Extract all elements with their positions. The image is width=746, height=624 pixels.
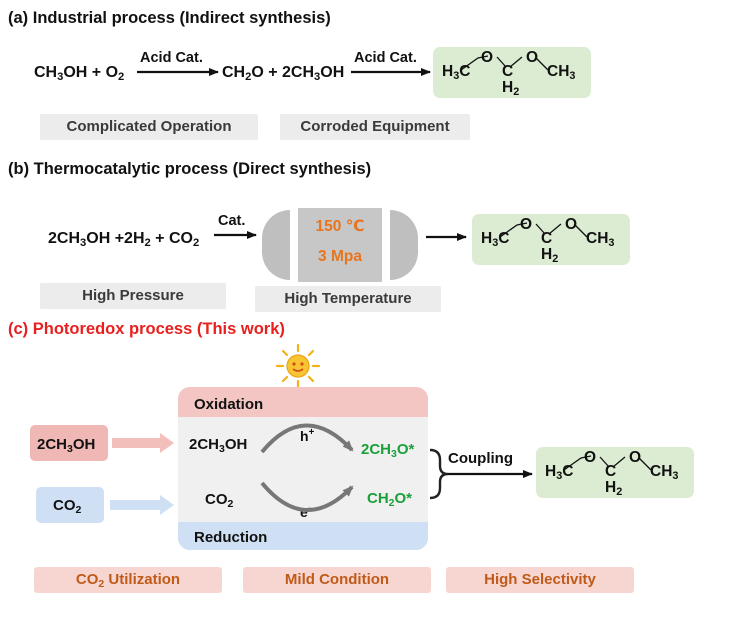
oxidation-label: Oxidation [194,396,264,413]
section-a-product-bonds [460,55,549,71]
reactor-pressure: 3 Mpa [318,248,362,265]
section-a-arrow-2-label: Acid Cat. [354,50,417,66]
input-co2-box [36,487,104,523]
product-ch3: CH3 [586,230,615,249]
coupling-brace [429,448,449,500]
section-b-tag-high-temperature: High Temperature [255,286,441,312]
section-b-product-box: H3C O C H2 O CH3 [472,214,630,265]
reduction-bar [178,522,428,550]
section-a-product-box: H3C O C H2 O CH3 [433,47,591,98]
product-c-center: C [541,230,553,247]
section-c-title: (c) Photoredox process (This work) [8,320,285,338]
product-ch3: CH3 [547,63,576,82]
methanol-input-arrow [112,433,174,453]
reactor-temperature: 150 ℃ [315,218,365,235]
reduction-label: Reduction [194,529,268,546]
photoredox-panel: Oxidation Reduction [178,387,428,550]
product-h3c: H3C [481,230,510,249]
product-ch3: CH3 [650,463,679,482]
input-methanol-box [30,425,108,461]
section-b-product-bonds [499,222,588,238]
section-b-title: (b) Thermocatalytic process (Direct synt… [8,160,372,178]
reactor-left-cap [262,210,290,280]
inner-reactant-co2: CO2 [205,491,234,510]
section-b-tag-high-pressure: High Pressure [40,283,226,309]
oxidation-bar [178,387,428,417]
product-h3c: H3C [442,63,471,82]
product-o-right: O [629,449,642,466]
product-h2: H2 [605,479,623,498]
reduction-curve-arrow [260,481,354,512]
product-h3c: H3C [545,463,574,482]
product-h2: H2 [502,79,520,98]
inner-reactant-methanol: 2CH3OH [189,436,248,455]
section-c-product-bonds [563,455,652,471]
section-c-product-box: H3C O C H2 O CH3 [536,447,694,498]
section-c-tag-co2-utilization: CO2 Utilization [34,567,222,593]
section-a-intermediate: CH2O + 2CH3OH [222,64,345,83]
reactor-vessel: 150 ℃ 3 Mpa [262,208,418,282]
sun-icon [273,343,323,389]
section-a-reactants: CH3OH + O2 [34,64,125,83]
product-c-center: C [502,63,514,80]
radical-formyl: CH2O* [367,490,413,509]
input-methanol-label: 2CH3OH [37,436,96,455]
product-o-right: O [526,49,539,66]
product-h2: H2 [541,246,559,265]
input-co2-label: CO2 [53,497,82,516]
product-o-right: O [565,216,578,233]
section-b-reactants: 2CH3OH +2H2 + CO2 [48,230,200,249]
product-o-left: O [520,216,533,233]
product-o-left: O [584,449,597,466]
product-c-center: C [605,463,617,480]
section-a-tag-corroded-equipment: Corroded Equipment [280,114,470,140]
co2-input-arrow [110,495,174,515]
hole-label: h+ [300,427,315,444]
section-b-arrow-label: Cat. [218,213,246,229]
section-a-title: (a) Industrial process (Indirect synthes… [8,9,331,27]
section-a-tag-complicated-operation: Complicated Operation [40,114,258,140]
oxidation-curve-arrow [260,423,354,454]
coupling-label: Coupling [448,450,513,467]
radical-methoxy: 2CH3O* [361,441,415,460]
product-o-left: O [481,49,494,66]
section-c-tag-high-selectivity: High Selectivity [446,567,634,593]
reactor-body [298,208,382,282]
section-a-arrow-1-label: Acid Cat. [140,50,203,66]
section-c-tag-mild-condition: Mild Condition [243,567,431,593]
